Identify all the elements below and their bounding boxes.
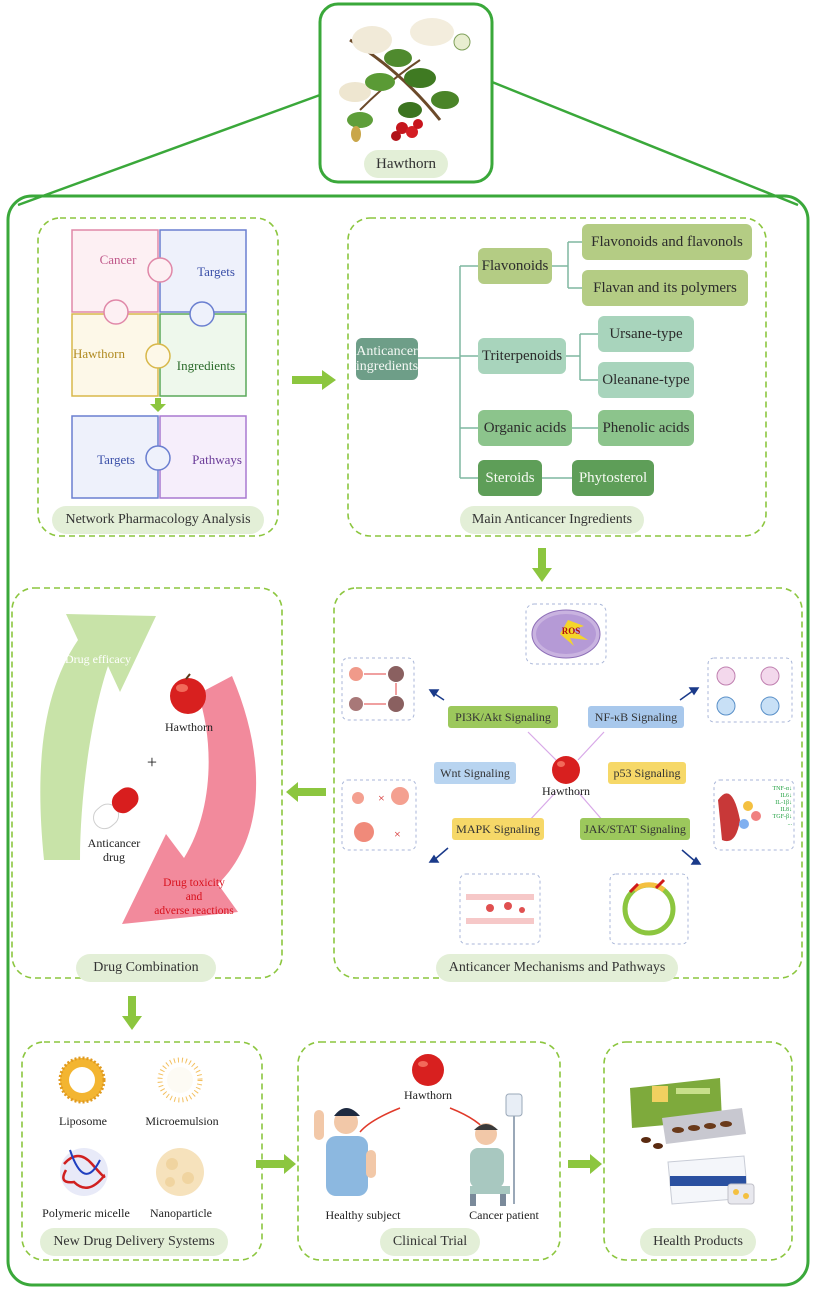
network-title: Network Pharmacology Analysis <box>52 506 264 534</box>
micelle-label: Polymeric micelle <box>42 1206 130 1220</box>
cytokine-item: TNF-α↓ <box>772 786 792 792</box>
flow-arrows <box>122 370 602 1174</box>
ingredients-panel <box>347 217 767 537</box>
cancer-patient-label: Cancer patient <box>469 1208 539 1222</box>
cancer-patient-figure <box>470 1093 523 1206</box>
arrow-combination-to-delivery <box>122 996 142 1030</box>
toxicity-label: Drug toxicity and adverse reactions <box>154 877 234 917</box>
trial-figures <box>314 1054 523 1206</box>
pill-blister <box>662 1108 746 1144</box>
combination-title: Drug Combination <box>76 954 216 982</box>
signal-p53: p53 Signaling <box>608 762 686 784</box>
nanoparticle-icon <box>156 1148 204 1196</box>
signal-jak: JAK/STAT Signaling <box>580 818 690 840</box>
ingredient-flavonoids-a: Flavonoids and flavonols <box>582 224 752 260</box>
arrow-ingredients-to-mechanisms <box>532 548 552 582</box>
cytokine-item: IL8↓ <box>780 807 792 813</box>
puzzle-graphic <box>71 229 247 499</box>
mechanisms-title: Anticancer Mechanisms and Pathways <box>436 954 678 982</box>
trial-title: Clinical Trial <box>380 1228 480 1256</box>
anticancer-drug-label: Anticancer drug <box>87 836 141 864</box>
puzzle-down-arrow <box>150 398 166 412</box>
nanoparticle-label: Nanoparticle <box>150 1206 212 1220</box>
ingredient-tri-a: Ursane-type <box>598 316 694 352</box>
cytokine-item: IL6↓ <box>780 793 792 799</box>
ingredient-organic: Organic acids <box>478 410 572 446</box>
top-title: Hawthorn <box>364 150 448 178</box>
ingredient-triterpenoids: Triterpenoids <box>478 338 566 374</box>
cytokine-item: IL-1β↓ <box>775 800 792 806</box>
health-product-graphics <box>630 1078 755 1205</box>
center-hawthorn-label: Hawthorn <box>542 784 590 798</box>
cytokine-item: ... <box>787 821 793 827</box>
signal-wnt: Wnt Signaling <box>434 762 516 784</box>
capsule-icon <box>93 787 139 830</box>
puzzle-hawthorn-piece <box>71 313 159 397</box>
ingredient-root: Anticancer ingredients <box>356 338 418 380</box>
delivery-icons <box>58 1056 204 1196</box>
ingredients-title: Main Anticancer Ingredients <box>460 506 644 534</box>
mechanism-graphics: × × <box>341 603 795 945</box>
arrow-delivery-to-trial <box>256 1154 296 1174</box>
trial-hawthorn-label: Hawthorn <box>404 1088 452 1102</box>
efficacy-label: Drug efficacy <box>64 652 132 666</box>
healthy-subject-figure <box>314 1108 376 1196</box>
frame-left-connector <box>17 93 321 207</box>
svg-text:×: × <box>378 791 385 805</box>
microemulsion-label: Microemulsion <box>145 1114 219 1128</box>
signal-nfkb: NF-κB Signaling <box>588 706 684 728</box>
combination-hawthorn-label: Hawthorn <box>165 720 213 734</box>
puzzle-label-targets: Targets <box>197 264 235 279</box>
center-hawthorn-icon <box>552 756 580 784</box>
puzzle-label-targets2: Targets <box>97 452 135 467</box>
puzzle-label-pathways: Pathways <box>192 452 242 467</box>
toxicity-arrow <box>122 676 257 924</box>
signal-pi3k: PI3K/Akt Signaling <box>448 706 558 728</box>
delivery-title: New Drug Delivery Systems <box>40 1228 228 1256</box>
puzzle-label-hawthorn: Hawthorn <box>73 346 125 361</box>
arrow-trial-to-health <box>568 1154 602 1174</box>
plus-sign: + <box>146 752 158 772</box>
arrow-mechanisms-to-combination <box>286 782 326 802</box>
puzzle-label-cancer: Cancer <box>99 252 137 267</box>
ingredient-tree-lines <box>418 241 598 479</box>
healthy-subject-label: Healthy subject <box>325 1208 401 1222</box>
frame-right-connector <box>491 80 799 207</box>
puzzle-label-ingredients: Ingredients <box>176 358 236 373</box>
puzzle-pathways-piece <box>159 415 247 499</box>
trial-panel <box>297 1041 561 1261</box>
ros-burst-icon <box>560 620 588 646</box>
signal-mapk: MAPK Signaling <box>452 818 544 840</box>
hawthorn-fruit-icon <box>170 673 206 714</box>
center-links <box>527 731 605 823</box>
efficacy-arrow <box>40 614 156 860</box>
ingredient-organic-a: Phenolic acids <box>598 410 694 446</box>
health-title: Health Products <box>640 1228 756 1256</box>
puzzle-ingredients-piece <box>159 313 247 397</box>
svg-text:×: × <box>394 827 401 841</box>
microemulsion-icon <box>157 1057 203 1103</box>
hawthorn-branch-illustration <box>339 18 471 142</box>
mechanism-arrows <box>428 687 702 865</box>
liposome-label: Liposome <box>59 1114 107 1128</box>
ingredient-steroids: Steroids <box>478 460 542 496</box>
ingredient-flavonoids-b: Flavan and its polymers <box>582 270 748 306</box>
main-frame <box>6 194 810 1287</box>
ingredient-flavonoids: Flavonoids <box>478 248 552 284</box>
arrow-network-to-ingredients <box>292 370 336 390</box>
cytokine-list: TNF-α↓ IL6↓ IL-1β↓ IL8↓ TGF-β↓ ... <box>766 786 792 828</box>
health-panel <box>603 1041 793 1261</box>
ingredient-steroids-a: Phytosterol <box>572 460 654 496</box>
puzzle-targets-piece <box>159 229 247 313</box>
cytokine-item: TGF-β↓ <box>772 814 792 820</box>
puzzle-cancer-piece <box>71 229 159 313</box>
ingredient-tri-b: Oleanane-type <box>598 362 694 398</box>
puzzle-targets2-piece <box>71 415 159 499</box>
trial-hawthorn-icon <box>412 1054 444 1086</box>
ros-label: ROS <box>561 626 581 636</box>
